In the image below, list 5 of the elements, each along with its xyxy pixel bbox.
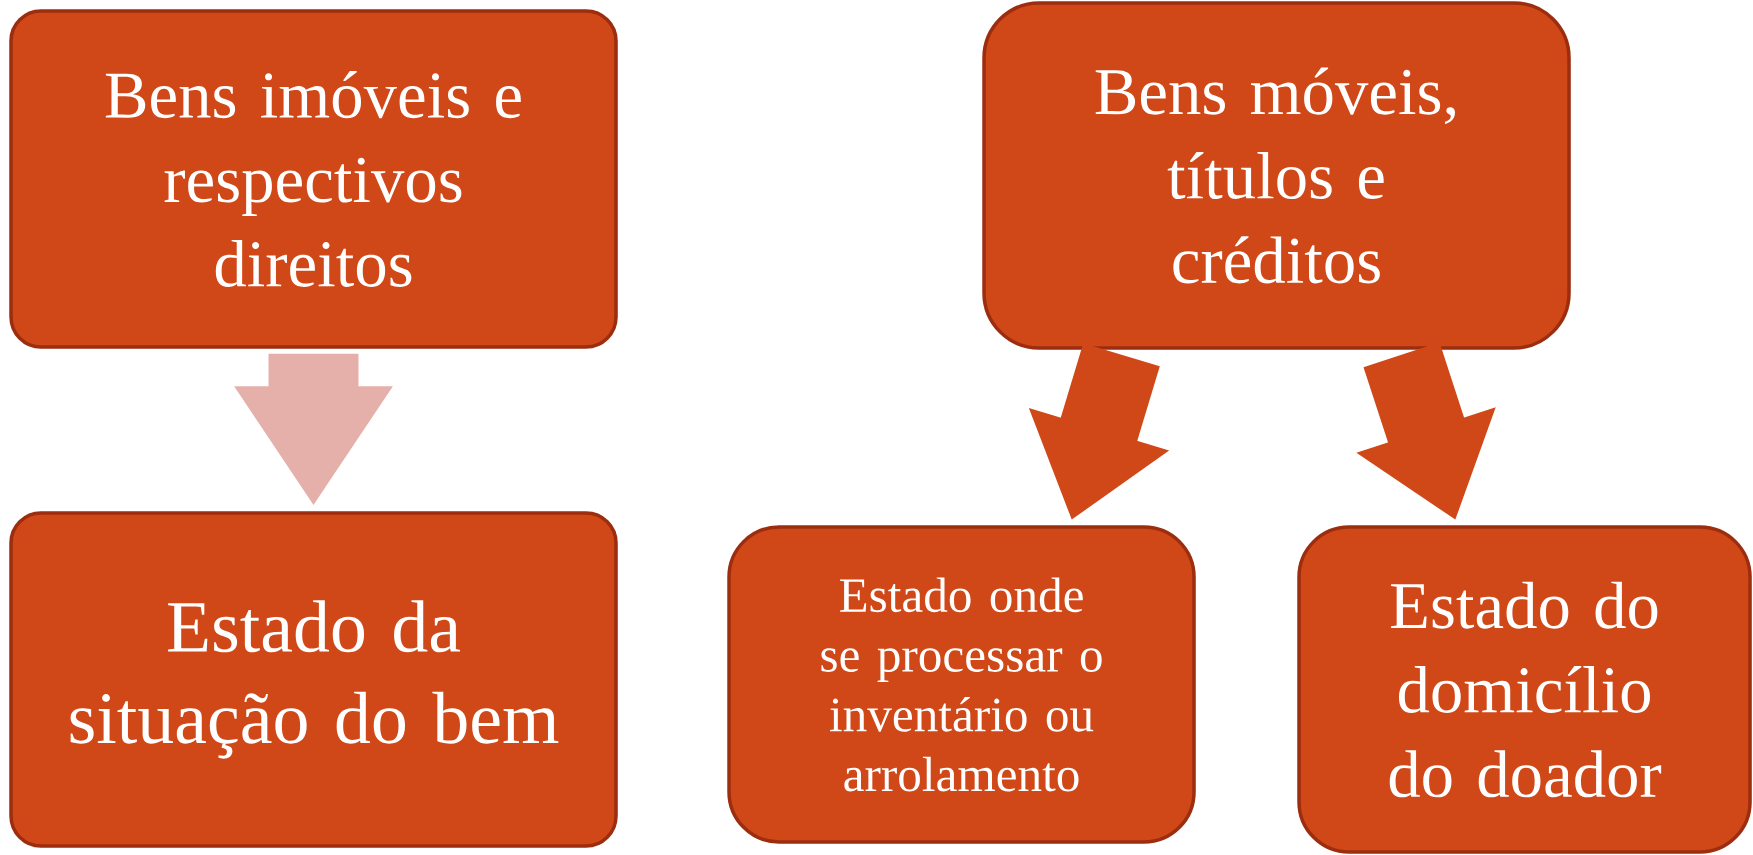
process-box: Estado do domicílio do doador [1297, 525, 1752, 854]
process-box: Estado onde se processar o inventário ou arrolamento [727, 525, 1196, 844]
process-box: Estado da situação do bem [9, 511, 618, 848]
process-box: Bens imóveis e respectivos direitos [9, 9, 618, 349]
process-box: Bens móveis, títulos e créditos [982, 1, 1571, 350]
